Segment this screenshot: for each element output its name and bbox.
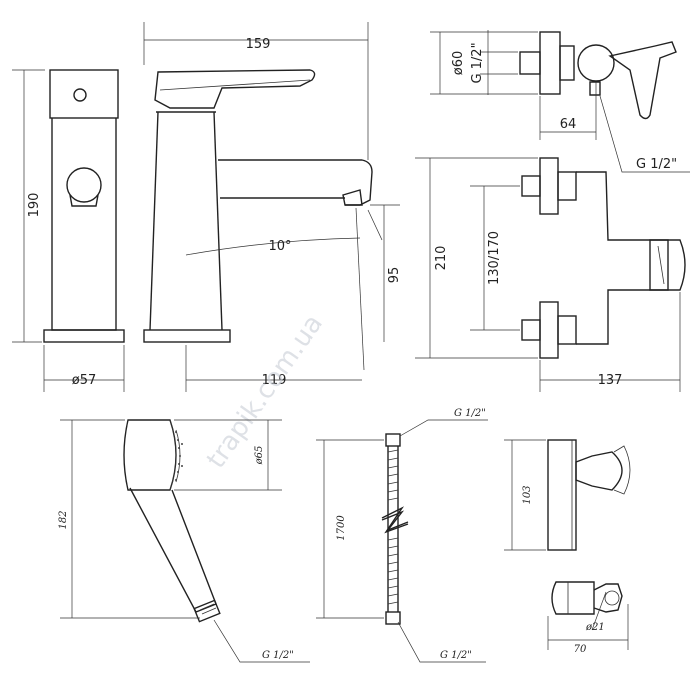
dim-210: 210 — [415, 157, 538, 359]
wall-bracket-side — [547, 439, 631, 551]
dim-182: 182 — [58, 419, 200, 619]
dim-103: 103 — [504, 439, 546, 551]
dim-g12-outlet-label: G 1/2" — [636, 157, 677, 172]
dim-g12-head-label: G 1/2" — [262, 650, 294, 661]
dim-g12-side: G 1/2" — [470, 30, 518, 95]
dim-60-label: ø60 — [451, 51, 466, 76]
dim-65: ø65 — [174, 419, 282, 491]
dim-64-label: 64 — [560, 117, 577, 132]
dim-60: ø60 — [430, 31, 538, 95]
dim-130-170-label: 130/170 — [487, 231, 502, 285]
dim-137: 137 — [539, 292, 681, 392]
dim-159: 159 — [143, 22, 369, 160]
dim-95-label: 95 — [387, 267, 402, 284]
dim-57-label: ø57 — [72, 373, 97, 388]
dim-95: 95 — [370, 204, 402, 342]
dim-119: 119 — [185, 345, 362, 392]
dim-21-label: ø21 — [585, 622, 605, 633]
shower-mixer-side-view — [519, 31, 677, 120]
dim-182-label: 182 — [58, 510, 69, 529]
dim-21: ø21 — [585, 591, 607, 633]
dim-g12-head: G 1/2" — [213, 619, 310, 663]
dim-g12-outlet: G 1/2" — [599, 95, 690, 173]
dim-1700: 1700 — [316, 439, 384, 619]
dim-64: 64 — [539, 82, 597, 140]
dim-190: 190 — [12, 69, 45, 343]
dim-10-deg: 10° — [185, 207, 383, 371]
dim-70-label: 70 — [574, 644, 587, 655]
dim-10-deg-label: 10° — [268, 239, 291, 254]
basin-faucet-front-view — [143, 69, 373, 343]
dim-159-label: 159 — [246, 37, 271, 52]
dim-g12-hose-top: G 1/2" — [399, 408, 488, 437]
dim-137-label: 137 — [598, 373, 623, 388]
dim-g12-hose-bot-label: G 1/2" — [440, 650, 472, 661]
hand-shower — [123, 419, 221, 623]
dim-190-label: 190 — [27, 193, 42, 218]
dim-g12-hose-bot: G 1/2" — [397, 621, 486, 663]
basin-faucet-side-view — [43, 69, 125, 343]
dim-210-label: 210 — [434, 246, 449, 271]
shower-mixer-front-view — [521, 157, 686, 359]
dim-119-label: 119 — [262, 373, 287, 388]
dim-70: 70 — [547, 604, 629, 655]
dim-57: ø57 — [43, 345, 125, 392]
dim-130-170: 130/170 — [470, 185, 520, 331]
dim-1700-label: 1700 — [336, 515, 347, 541]
wall-bracket-top — [551, 581, 623, 615]
watermark: trapik.com.ua — [201, 309, 329, 474]
dim-g12-hose-top-label: G 1/2" — [454, 408, 486, 419]
dim-65-label: ø65 — [254, 446, 265, 466]
dim-g12-side-label: G 1/2" — [470, 42, 485, 83]
dim-103-label: 103 — [522, 485, 533, 504]
shower-hose — [381, 433, 409, 625]
